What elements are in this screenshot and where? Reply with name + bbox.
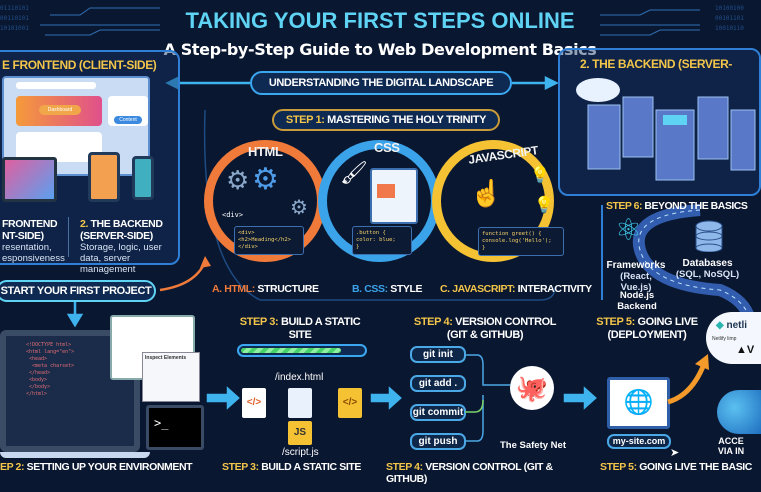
step5-caption: STEP 5: GOING LIVE THE BASIC [600, 461, 752, 473]
svg-text:10100100: 10100100 [715, 5, 744, 12]
inspect-panel: Inspect Elements [142, 352, 200, 402]
react-atom-icon: ⚛ [615, 214, 642, 247]
gear-icon: ⚙ [226, 165, 250, 195]
html-file-icon: </> [242, 388, 266, 418]
lightbulb-icon: 💡 [530, 167, 550, 184]
laptop-icon: <!DOCTYPE html><html lang="en"> <head> <… [0, 330, 140, 452]
frameworks-item: Frameworks(React, Vue.js) [606, 260, 666, 293]
code-file-icon: </> [338, 388, 362, 418]
lightbulb-icon: 💡 [534, 197, 554, 214]
svg-text:01110101: 01110101 [0, 5, 29, 12]
tablet-device-icon [88, 152, 120, 202]
svg-text:10010110: 10010110 [715, 25, 744, 32]
page-subtitle: A Step-by-Step Guide to Web Development … [163, 40, 597, 59]
step5-label: STEP 5: GOING LIVE(DEPLOYMENT) [596, 316, 698, 341]
gear-icon: ⚙ [252, 163, 279, 196]
css-caption: B. CSS: STYLE [352, 283, 423, 295]
frontend-title: E FRONTEND (CLIENT-SIDE) [2, 58, 157, 72]
browser-window: 🌐 [607, 377, 670, 429]
git-commit-command: git commit [410, 404, 466, 421]
step1-label: STEP 1: MASTERING THE HOLY TRINITY [272, 109, 500, 131]
backend-panel: 2. THE BACKEND (SERVER- [558, 48, 761, 196]
step2-caption: EP 2: SETTING UP YOUR ENVIRONMENT [0, 461, 193, 473]
step4-label: STEP 4: VERSION CONTROL(GIT & GITHUB) [413, 316, 557, 341]
database-icon [695, 220, 723, 252]
databases-item: Databases(SQL, NoSQL) [675, 258, 740, 280]
backend-title: 2. THE BACKEND (SERVER- [580, 57, 732, 71]
dashboard-button: Dashboard [39, 105, 81, 115]
html-code-snippet: <div> <h2>Heading</h2></div> [234, 226, 304, 255]
js-file-icon: JS [288, 421, 312, 445]
css-title: CSS [374, 140, 400, 155]
svg-text:00101101: 00101101 [715, 15, 744, 22]
earth-globe-icon [717, 390, 761, 434]
js-caption: C. JAVASCRIPT: INTERACTIVITY [440, 283, 592, 295]
document-icon [288, 388, 312, 418]
git-push-command: git push [410, 433, 466, 450]
index-file-label: /index.html [275, 372, 324, 383]
github-icon: 🐙 [510, 366, 554, 410]
backend-col-desc: Storage, logic, user data, server manage… [80, 242, 162, 275]
nodejs-item: Node.js Backend [617, 290, 657, 312]
landscape-banner: UNDERSTANDING THE DIGITAL LANDSCAPE [250, 71, 512, 95]
step4-caption: STEP 4: VERSION CONTROL (GIT & GITHUB) [386, 461, 553, 485]
step3-caption: STEP 3: BUILD A STATIC SITE [222, 461, 361, 473]
step3-label: STEP 3: BUILD A STATIC SITE [239, 316, 361, 341]
frontend-col-desc: resentation,esponsiveness [2, 242, 65, 264]
gear-icon: ⚙ [290, 197, 308, 219]
js-code-snippet: function greet() { console.log('Hello');… [478, 227, 564, 256]
html-caption: A. HTML: STRUCTURE [212, 283, 319, 295]
script-file-label: /script.js [282, 447, 319, 458]
start-project-banner: START YOUR FIRST PROJECT [0, 280, 156, 302]
terminal-icon: >_ [146, 405, 204, 450]
content-badge: Content [114, 116, 142, 124]
page-title: TAKING YOUR FIRST STEPS ONLINE [185, 8, 575, 33]
safety-net-label: The Safety Net [500, 440, 566, 451]
svg-text:10101001: 10101001 [0, 25, 29, 32]
git-add-command: git add . [410, 375, 466, 392]
git-init-command: git init [410, 346, 466, 363]
css-code-snippet: .button { color: blue;} [352, 226, 412, 255]
html-tag: <div> [222, 211, 244, 219]
robot-hand-icon: ☝ [470, 178, 503, 208]
js-ring [432, 140, 554, 262]
frontend-panel: E FRONTEND (CLIENT-SIDE) Dashboard Conte… [0, 50, 180, 275]
git-flow-lines [465, 354, 510, 442]
css-browser-mockup [370, 168, 418, 224]
svg-text:00110101: 00110101 [0, 15, 29, 22]
build-progress-bar [237, 344, 367, 357]
laptop-device-icon [2, 157, 57, 202]
html-title: HTML [248, 144, 283, 159]
paintbrush-icon: 🖌 [340, 160, 368, 185]
globe-icon: 🌐 [623, 389, 654, 416]
backend-col-title: 2. THE BACKEND(SERVER-SIDE) [80, 218, 163, 242]
deploy-arrow [667, 354, 709, 405]
cloud-host-icon: ◆ netli Netlify limp ▲V [706, 312, 761, 364]
cursor-icon: ➤ [670, 447, 680, 459]
phone-device-icon [132, 156, 154, 200]
site-url[interactable]: my-site.com [607, 434, 671, 449]
step6-label: STEP 6: BEYOND THE BASICS [606, 200, 748, 212]
laptop-keyboard [0, 452, 150, 458]
server-rack-icon [576, 78, 756, 181]
